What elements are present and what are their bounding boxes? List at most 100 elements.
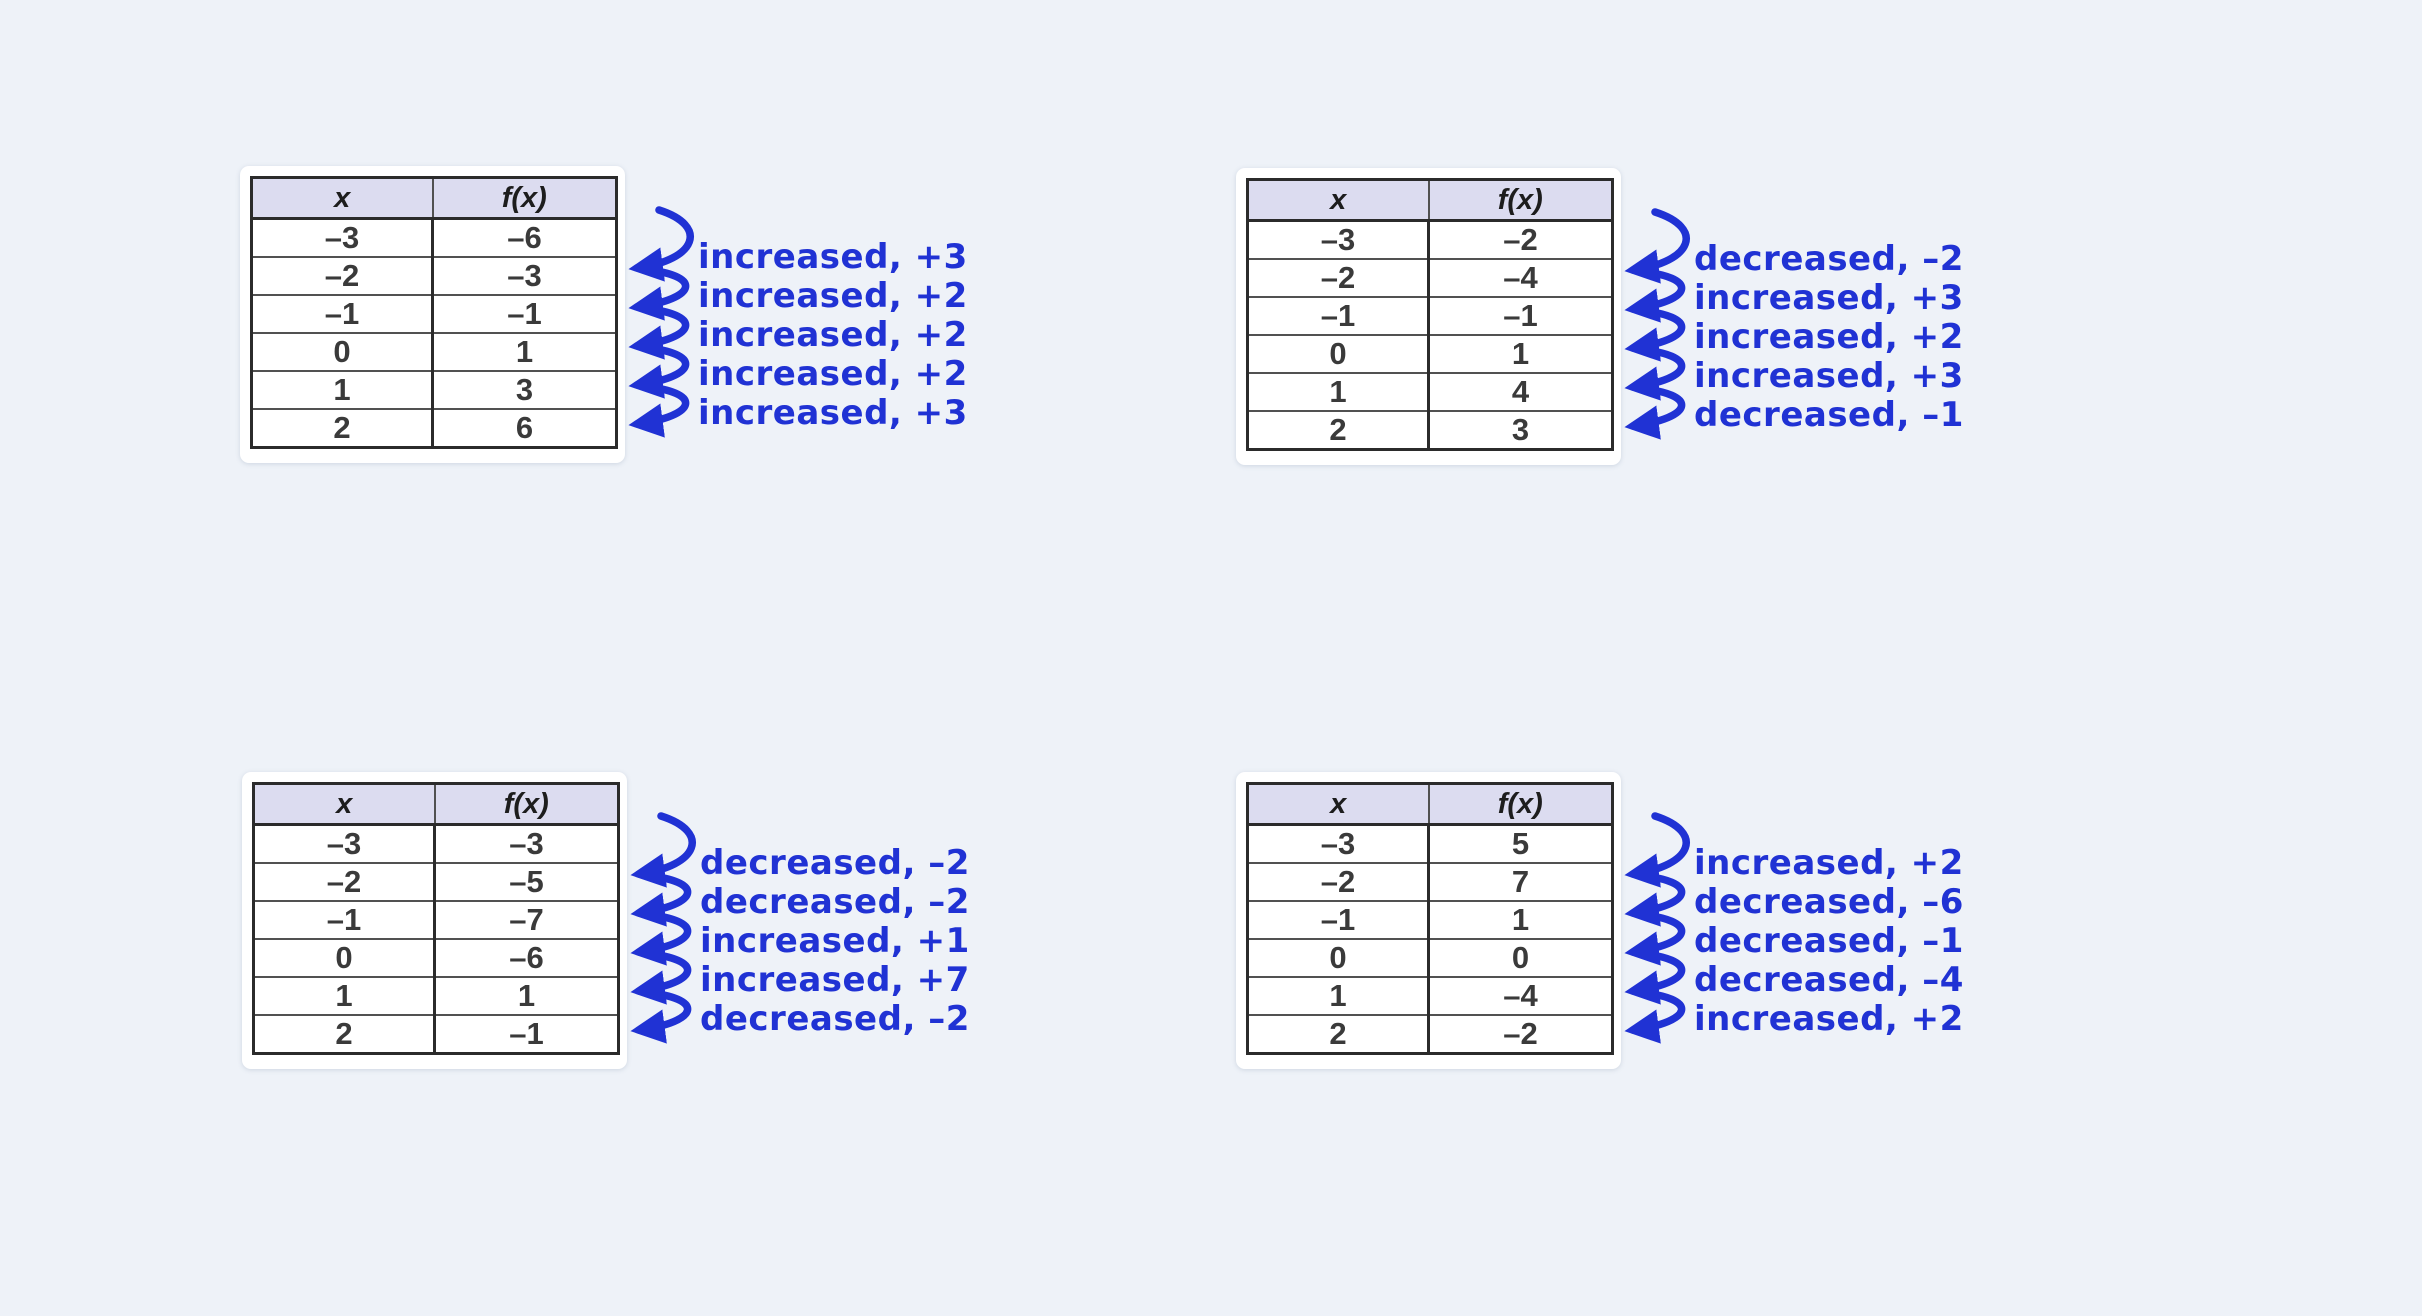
fx-value-cell: –1	[1427, 296, 1614, 336]
x-value-cell: 1	[1246, 976, 1430, 1016]
arrow-icon	[630, 871, 692, 927]
x-value-cell: 1	[250, 370, 434, 410]
arrow-icon	[1624, 384, 1686, 440]
header-fx-label: f(x)	[1497, 787, 1543, 820]
table-row: –3–6	[250, 217, 618, 258]
x-value-cell: 1	[252, 976, 436, 1016]
header-x-label: x	[334, 181, 351, 214]
col-header-x: x	[1246, 782, 1430, 826]
x-value-cell: –2	[252, 862, 436, 902]
arrow-icon	[628, 304, 690, 360]
fx-value-cell: –3	[431, 256, 618, 296]
col-header-fx: f(x)	[431, 176, 618, 220]
annotation-text: increased, +3	[1694, 356, 1964, 396]
annotation-text: increased, +2	[698, 315, 968, 355]
fx-value-cell: –4	[1427, 258, 1614, 298]
header-fx-label: f(x)	[501, 181, 547, 214]
annotation-text: decreased, –2	[700, 843, 970, 883]
fx-value-cell: 1	[433, 976, 620, 1016]
header-x-label: x	[1330, 787, 1347, 820]
table-row: 2–1	[252, 1014, 620, 1055]
table-header-row: x f(x)	[252, 782, 620, 826]
x-value-cell: 0	[252, 938, 436, 978]
fx-value-cell: 5	[1427, 823, 1614, 864]
annotation-text: increased, +2	[1694, 317, 1964, 357]
arrow-icon	[628, 382, 690, 438]
arrow-icon	[1624, 812, 1690, 888]
arrow-icon	[630, 910, 692, 966]
x-value-cell: –2	[250, 256, 434, 296]
table-row: –2–4	[1246, 258, 1614, 298]
x-value-cell: –2	[1246, 862, 1430, 902]
arrow-icon	[1624, 306, 1686, 362]
col-header-x: x	[1246, 178, 1430, 222]
table-row: –1–7	[252, 900, 620, 940]
fx-value-cell: –7	[433, 900, 620, 940]
annotation-text: increased, +3	[698, 237, 968, 277]
fx-value-cell: –1	[433, 1014, 620, 1055]
arrow-icon	[1624, 208, 1690, 284]
arrow-icon	[1624, 267, 1686, 323]
annotation-text: decreased, –1	[1694, 395, 1964, 435]
annotation-text: increased, +3	[698, 393, 968, 433]
arrow-icon	[1624, 910, 1686, 966]
fx-value-cell: 6	[431, 408, 618, 449]
arrow-icon	[1624, 345, 1686, 401]
x-value-cell: 2	[1246, 1014, 1430, 1055]
table-header-row: x f(x)	[250, 176, 618, 220]
fx-value-cell: 3	[431, 370, 618, 410]
table-row: –3–3	[252, 823, 620, 864]
x-value-cell: –1	[250, 294, 434, 334]
table-header-row: x f(x)	[1246, 782, 1614, 826]
arrow-icon	[1624, 988, 1686, 1044]
fx-value-cell: –6	[431, 217, 618, 258]
fx-value-cell: –2	[1427, 219, 1614, 260]
annotation-text: increased, +2	[1694, 843, 1964, 883]
x-value-cell: –3	[250, 217, 434, 258]
change-arrows	[1624, 812, 1690, 1044]
table-row: 2–2	[1246, 1014, 1614, 1055]
col-header-x: x	[250, 176, 434, 220]
x-value-cell: –1	[252, 900, 436, 940]
annotation-text: increased, +1	[700, 921, 970, 961]
fx-value-cell: 1	[431, 332, 618, 372]
fx-value-cell: –6	[433, 938, 620, 978]
arrow-icon	[630, 812, 696, 888]
fx-value-cell: –1	[431, 294, 618, 334]
col-header-fx: f(x)	[433, 782, 620, 826]
arrow-icon	[628, 343, 690, 399]
arrow-icon	[630, 949, 692, 1005]
x-value-cell: –1	[1246, 296, 1430, 336]
change-arrows	[1624, 208, 1690, 440]
change-arrows	[630, 812, 696, 1044]
x-value-cell: 1	[1246, 372, 1430, 412]
table-row: 1–4	[1246, 976, 1614, 1016]
fx-value-cell: 1	[1427, 334, 1614, 374]
fx-value-cell: –4	[1427, 976, 1614, 1016]
arrow-icon	[628, 265, 690, 321]
x-value-cell: –3	[1246, 823, 1430, 864]
table-row: 0–6	[252, 938, 620, 978]
fx-value-cell: 3	[1427, 410, 1614, 451]
annotation-text: increased, +3	[1694, 278, 1964, 318]
arrow-icon	[1624, 871, 1686, 927]
table-row: –2–3	[250, 256, 618, 296]
header-fx-label: f(x)	[503, 787, 549, 820]
arrow-icon	[1624, 949, 1686, 1005]
